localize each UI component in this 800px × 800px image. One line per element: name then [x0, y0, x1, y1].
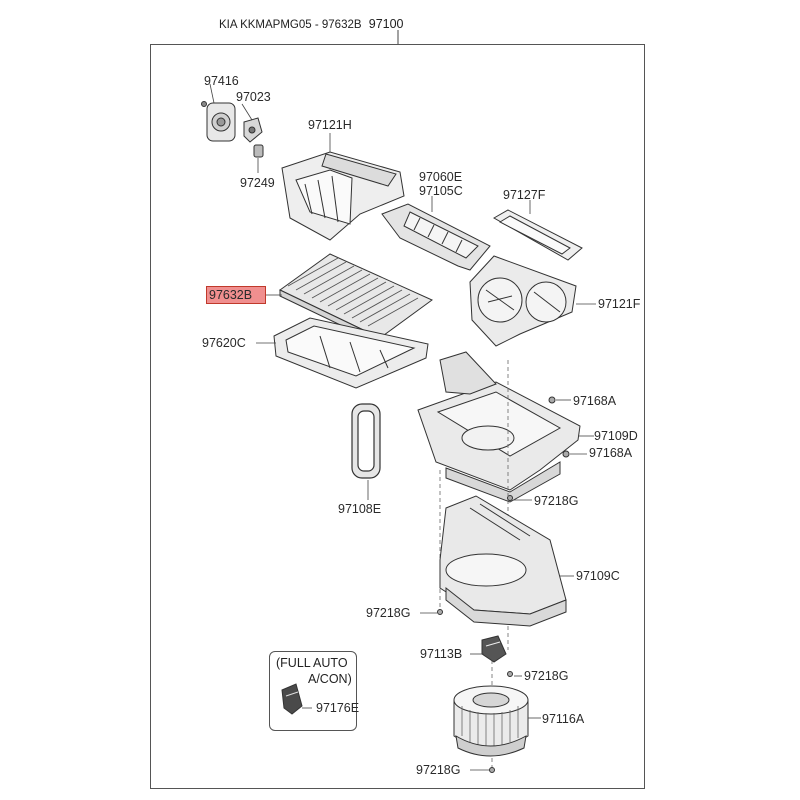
label-97168A-upper[interactable]: 97168A	[573, 394, 617, 408]
screw-97218G-3[interactable]	[507, 671, 513, 677]
leader-97023	[241, 103, 253, 121]
label-97218G-3[interactable]: 97218G	[524, 669, 569, 683]
highlighted-part-label[interactable]: 97632B	[206, 286, 266, 304]
label-97109C[interactable]: 97109C	[576, 569, 620, 583]
label-97113B[interactable]: 97113B	[420, 647, 463, 661]
label-97121H[interactable]: 97121H	[308, 118, 352, 132]
lever-97023[interactable]	[243, 117, 263, 143]
label-97218G-2[interactable]: 97218G	[366, 606, 411, 620]
label-97416[interactable]: 97416	[204, 74, 239, 88]
resistor-97113B[interactable]	[481, 635, 507, 663]
label-97249[interactable]: 97249	[240, 176, 275, 190]
door-97105C[interactable]	[381, 203, 491, 271]
control-module-97176E[interactable]	[281, 683, 303, 715]
screw-97218G-2[interactable]	[437, 609, 443, 615]
main-part-number: 97100	[368, 17, 404, 31]
label-97218G-4[interactable]: 97218G	[416, 763, 461, 777]
label-97105C[interactable]: 97105C	[419, 184, 463, 198]
diagram-title: KIA KKMAPMG05 - 97632B 97100	[219, 17, 404, 31]
leader-97416	[209, 83, 215, 104]
screw-97168A-lower[interactable]	[562, 450, 570, 458]
full-auto-acon-box: (FULL AUTO A/CON)	[269, 651, 357, 731]
label-97109D[interactable]: 97109D	[594, 429, 638, 443]
label-97620C[interactable]: 97620C	[202, 336, 246, 350]
label-97176E[interactable]: 97176E	[316, 701, 360, 715]
label-97116A[interactable]: 97116A	[542, 712, 585, 726]
screw-97168A-upper[interactable]	[548, 396, 556, 404]
screw-97218G-1[interactable]	[507, 495, 513, 501]
filter-cover-97620C[interactable]	[273, 317, 429, 389]
gasket-97108E[interactable]	[351, 403, 381, 479]
note-line-2: A/CON)	[308, 672, 352, 686]
label-97218G-1[interactable]: 97218G	[534, 494, 579, 508]
clip-97249[interactable]	[253, 144, 264, 158]
note-line-1: (FULL AUTO	[276, 656, 348, 670]
intake-case-97121H[interactable]	[281, 151, 405, 241]
lower-case-97109C[interactable]	[439, 495, 567, 627]
label-97023[interactable]: 97023	[236, 90, 271, 104]
label-97060E[interactable]: 97060E	[419, 170, 463, 184]
seal-97127F[interactable]	[492, 209, 583, 261]
model-text: KIA KKMAPMG05 - 97632B	[219, 19, 362, 31]
label-97127F[interactable]: 97127F	[503, 188, 546, 202]
actuator-97416[interactable]	[201, 101, 236, 142]
label-97121F[interactable]: 97121F	[598, 297, 641, 311]
blower-motor-97116A[interactable]	[453, 685, 529, 757]
upper-case-97109D[interactable]	[417, 351, 581, 503]
screw-97218G-4[interactable]	[489, 767, 495, 773]
assembly-frame	[150, 44, 645, 789]
label-97108E[interactable]: 97108E	[338, 502, 382, 516]
intake-case-97121F[interactable]	[469, 255, 577, 347]
label-97168A-lower[interactable]: 97168A	[589, 446, 633, 460]
